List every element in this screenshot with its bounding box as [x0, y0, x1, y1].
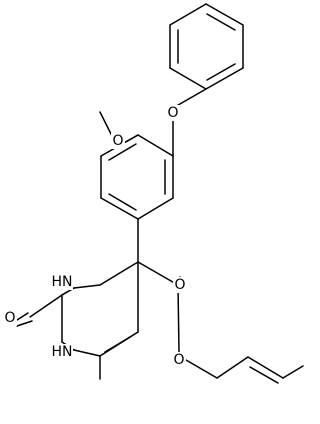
ester-c-bond [137, 261, 179, 286]
aryl-bond [137, 197, 174, 220]
benzyl-ch2-bond [172, 88, 207, 109]
urea-bond [29, 294, 63, 318]
atom-label-ring-nh-upper: HN [52, 274, 73, 290]
butenyl-double-bond [247, 356, 284, 379]
aryl-inner-bond [108, 193, 137, 211]
methoxy-ch3-bond [99, 111, 113, 137]
ring-inner-double-bond [104, 336, 131, 353]
atom-label-methoxy-oxygen: O [112, 133, 123, 149]
ester-single-bond [177, 284, 180, 353]
urea-bond [73, 284, 101, 289]
phenyl-bond [169, 67, 207, 90]
aryl-inner-bond [108, 143, 137, 161]
phenyl-bond [205, 67, 244, 90]
urea-double-bond [16, 312, 29, 321]
atom-label-ring-carbonyl-oxygen: O [4, 310, 15, 326]
butenyl-bond [216, 356, 249, 379]
aryl-bond [100, 197, 139, 220]
butenyl-bond [282, 365, 304, 379]
phenyl-bond [205, 3, 244, 26]
phenyl-inner-bond [206, 63, 236, 81]
phenyl-bond [169, 3, 207, 26]
atom-label-ring-nh-lower: HN [52, 344, 73, 360]
phenyl-inner-bond [206, 13, 236, 31]
aryl-bond [137, 134, 174, 157]
urea-bond-lower [73, 349, 101, 357]
atom-label-ester-carbonyl-oxygen: O [174, 277, 185, 293]
bond-layer [16, 3, 304, 384]
ring-bond [99, 261, 139, 286]
butenyl-double-bond-inner [249, 366, 279, 384]
urea-double-bond [16, 320, 33, 327]
atom-label-benzyloxy-oxygen: O [167, 105, 178, 121]
atom-label-ester-oxygen: O [173, 352, 184, 368]
chemical-structure: O O HN HN O O O [3, 3, 304, 384]
butenyl-bond [185, 359, 218, 379]
